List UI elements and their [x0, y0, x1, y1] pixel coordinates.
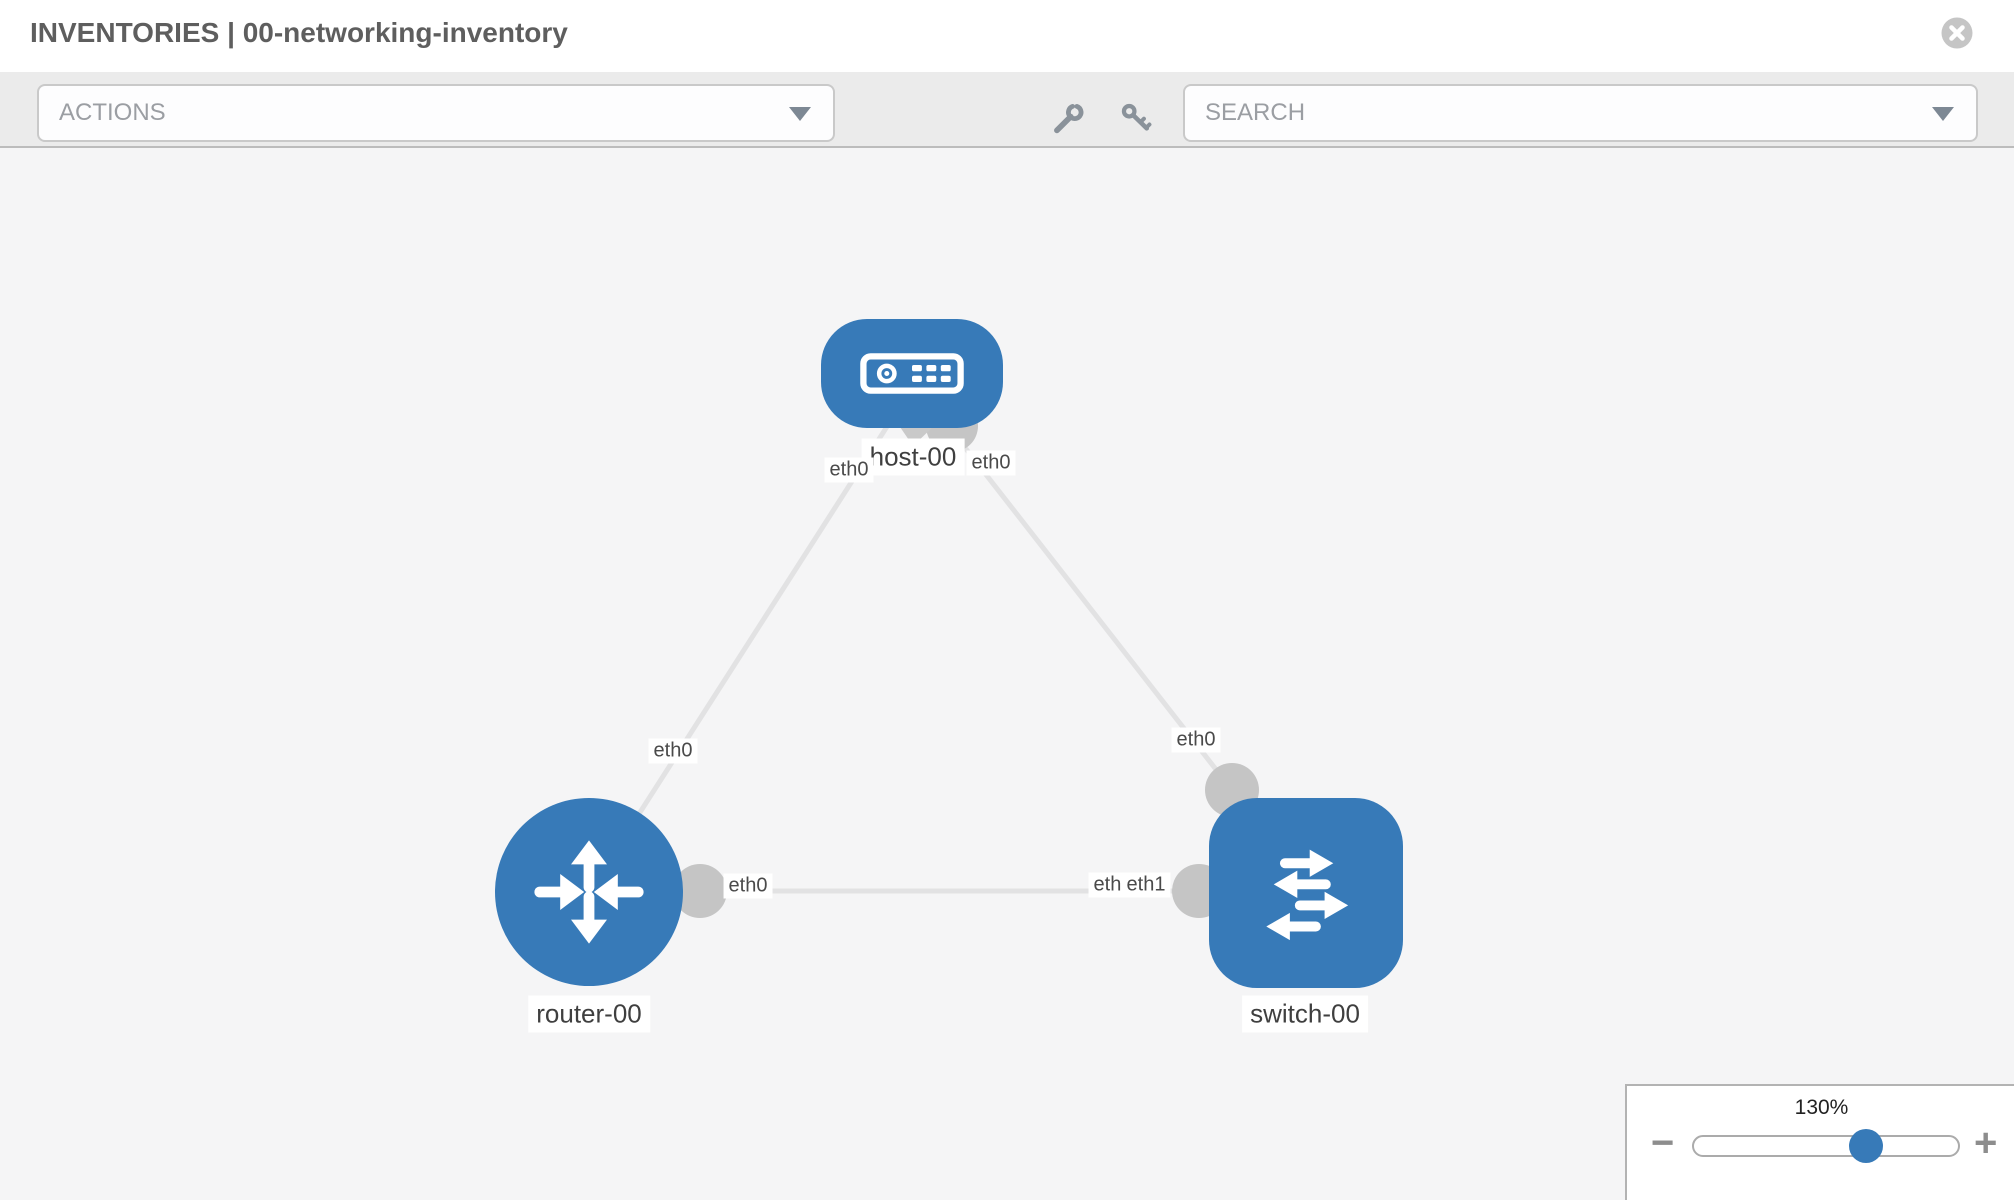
zoom-out-button[interactable]: − — [1651, 1121, 1675, 1165]
zoom-slider[interactable] — [1692, 1129, 1960, 1163]
search-dropdown[interactable]: SEARCH — [1183, 84, 1978, 142]
chevron-down-icon — [789, 107, 811, 121]
node-label-router: router-00 — [528, 995, 650, 1033]
node-router-00[interactable] — [495, 798, 683, 986]
port-router-eth0 — [673, 864, 727, 918]
chevron-down-icon — [1932, 107, 1954, 121]
zoom-slider-thumb[interactable] — [1849, 1129, 1883, 1163]
close-button[interactable] — [1941, 17, 1973, 49]
interface-label-host-left: eth0 — [824, 457, 874, 483]
close-icon — [1941, 17, 1973, 49]
zoom-in-button[interactable]: + — [1974, 1121, 1998, 1165]
actions-dropdown-label: ACTIONS — [59, 99, 166, 126]
header: INVENTORIES | 00-networking-inventory — [0, 0, 2014, 72]
zoom-panel: 130% − + — [1625, 1084, 2014, 1200]
interface-label-switch-top: eth0 — [1171, 727, 1221, 753]
search-dropdown-label: SEARCH — [1205, 99, 1306, 126]
node-host-00[interactable] — [821, 319, 1003, 428]
wrench-icon — [1054, 104, 1084, 134]
key-button[interactable] — [1119, 101, 1153, 140]
interface-label-router-right: eth0 — [723, 873, 773, 899]
router-icon — [534, 840, 644, 944]
node-label-host: host-00 — [861, 438, 965, 476]
zoom-level-value: 130% — [1794, 1096, 1849, 1119]
server-icon — [860, 353, 964, 394]
actions-dropdown[interactable]: ACTIONS — [37, 84, 835, 142]
links-layer — [586, 384, 1259, 918]
switch-icon — [1266, 849, 1349, 941]
page-title: INVENTORIES | 00-networking-inventory — [30, 17, 568, 48]
interface-label-host-right: eth0 — [966, 450, 1016, 476]
interface-label-switch-left-eth1: eth1 — [1121, 872, 1171, 898]
node-label-switch: switch-00 — [1242, 995, 1368, 1033]
topology-canvas[interactable]: host-00 router-00 switch-00 eth0 eth0 et… — [0, 148, 2014, 1200]
wrench-button[interactable] — [1050, 101, 1086, 142]
interface-label-router-top: eth0 — [648, 738, 698, 764]
toolbar: ACTIONS SEARCH — [0, 72, 2014, 148]
key-icon — [1121, 103, 1152, 131]
port-host-tail — [898, 424, 936, 446]
node-switch-00[interactable] — [1209, 798, 1403, 988]
